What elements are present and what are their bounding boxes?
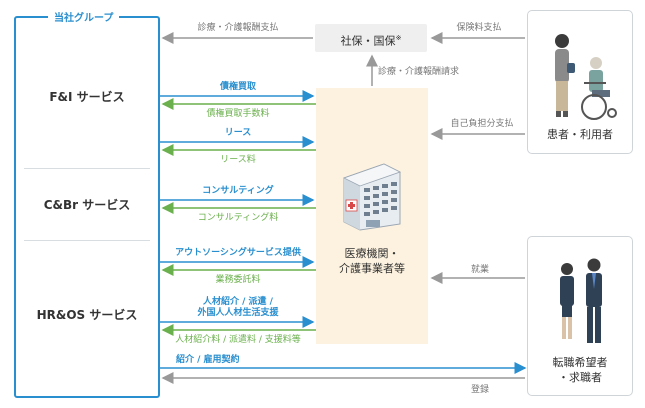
service-fi: F&I サービス — [49, 90, 125, 104]
patients-label: 患者・利用者 — [547, 128, 613, 141]
patients-illustration-icon — [555, 34, 617, 120]
label-lease: リース — [224, 128, 252, 138]
label-receivables-buy: 債権買取 — [219, 82, 256, 92]
service-cbr: C&Br サービス — [43, 198, 131, 212]
jobseekers-box: 転職希望者 ・求職者 — [527, 236, 633, 396]
jobseekers-illustration-icon — [560, 258, 602, 343]
medical-institution-label: 医療機関・ 介護事業者等 — [316, 246, 428, 276]
divider — [24, 240, 150, 241]
jobseekers-label-line2: ・求職者 — [558, 371, 602, 384]
label-copay: 自己負担分支払 — [450, 119, 514, 129]
label-placement-line1: 人材紹介 / 派遣 / — [203, 297, 273, 307]
center-label-line1: 医療機関・ — [344, 247, 400, 260]
divider — [24, 168, 150, 169]
label-register: 登録 — [470, 385, 489, 395]
label-claim: 診療・介護報酬請求 — [378, 67, 460, 77]
label-outsourcing-fee: 業務委託料 — [215, 275, 261, 285]
hospital-building-icon — [342, 163, 402, 231]
label-intro: 紹介 / 雇用契約 — [176, 355, 240, 365]
insurer-label: 社保・国保 — [340, 34, 396, 48]
label-consulting: コンサルティング — [202, 186, 274, 196]
patients-box: 患者・利用者 — [527, 10, 633, 154]
group-title: 当社グループ — [48, 9, 120, 24]
jobseekers-label: 転職希望者 ・求職者 — [528, 355, 632, 385]
label-premium-payment: 保険料支払 — [456, 23, 502, 33]
insurer-mark: ※ — [395, 34, 402, 42]
label-employ: 就業 — [470, 265, 489, 275]
label-placement: 人材紹介 / 派遣 / 外国人人材生活支援 — [164, 297, 312, 319]
jobseekers-label-line1: 転職希望者 — [552, 356, 608, 369]
label-lease-fee: リース料 — [220, 155, 256, 165]
insurer-box: 社保・国保※ — [315, 24, 427, 52]
label-reward-payment: 診療・介護報酬支払 — [197, 23, 279, 33]
label-placement-line2: 外国人人材生活支援 — [197, 308, 279, 318]
service-hros: HR&OS サービス — [36, 308, 138, 322]
center-label-line2: 介護事業者等 — [339, 262, 405, 275]
label-placement-fee: 人材紹介料 / 派遣料 / 支援料等 — [175, 335, 301, 345]
label-outsourcing: アウトソーシングサービス提供 — [175, 248, 301, 258]
label-consulting-fee: コンサルティング料 — [197, 213, 279, 223]
label-receivables-fee: 債権買取手数料 — [206, 109, 270, 119]
